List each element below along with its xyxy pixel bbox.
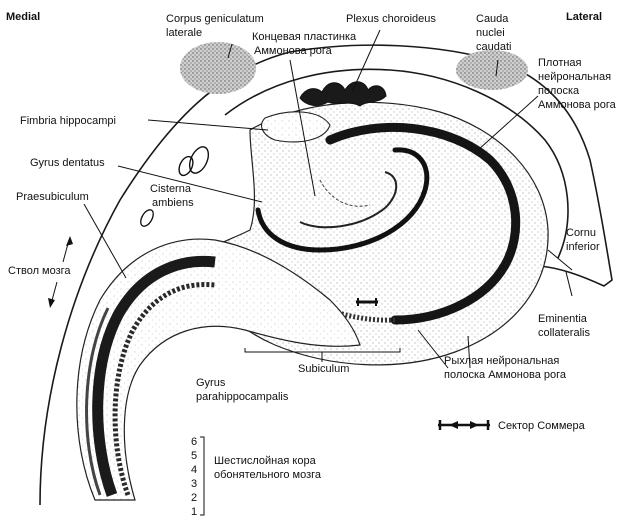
label-corpus-geniculatum-2: laterale	[166, 27, 202, 39]
label-stvol: Ствол мозга	[8, 265, 71, 277]
layer-number: 4	[191, 464, 197, 476]
label-koncevaya-2: Аммонова рога	[254, 45, 333, 57]
sector-sommer-symbol	[438, 420, 490, 430]
label-rykhlaya-1: Рыхлая нейрональная	[444, 355, 559, 367]
medial-label: Medial	[6, 11, 40, 23]
layer-number: 1	[191, 506, 197, 518]
label-plotnaya-1: Плотная	[538, 57, 582, 69]
leader-praesubiculum	[84, 204, 126, 278]
label-plexus-choroideus: Plexus choroideus	[346, 13, 436, 25]
label-cauda-3: caudati	[476, 41, 511, 53]
label-shestisloynaya-2: обонятельного мозга	[214, 469, 322, 481]
layer-number: 5	[191, 450, 197, 462]
label-subiculum: Subiculum	[298, 363, 349, 375]
leader-eminentia	[566, 272, 572, 296]
label-cornu-2: inferior	[566, 241, 600, 253]
label-gyrus-para-1: Gyrus	[196, 377, 226, 389]
label-praesubiculum: Praesubiculum	[16, 191, 89, 203]
label-gyrus-para-2: parahippocampalis	[196, 391, 289, 403]
label-cisterna-1: Cisterna	[150, 183, 192, 195]
label-gyrus-dentatus: Gyrus dentatus	[30, 157, 105, 169]
label-cisterna-2: ambiens	[152, 197, 194, 209]
label-cauda-2: nuclei	[476, 27, 505, 39]
leader-plotnaya	[478, 96, 538, 150]
arrow-up-head	[66, 236, 73, 246]
label-corpus-geniculatum-1: Corpus geniculatum	[166, 13, 264, 25]
layer-number: 6	[191, 436, 197, 448]
arrow-down-head	[48, 298, 55, 308]
label-eminentia-2: collateralis	[538, 327, 590, 339]
layer-number: 2	[191, 492, 197, 504]
label-cornu-1: Cornu	[566, 227, 596, 239]
cauda-nuclei-caudati-shape	[456, 50, 528, 90]
layer-bracket	[200, 437, 204, 515]
lateral-label: Lateral	[566, 11, 602, 23]
label-plotnaya-4: Аммонова рога	[538, 99, 617, 111]
cisterna-oval-3	[138, 208, 156, 229]
layer-number: 3	[191, 478, 197, 490]
leader-fimbria	[148, 120, 268, 130]
leader-plexus	[352, 30, 380, 92]
label-sector-sommer: Сектор Соммера	[498, 420, 586, 432]
label-cauda-1: Cauda	[476, 13, 509, 25]
label-rykhlaya-2: полоска Аммонова рога	[444, 369, 567, 381]
label-fimbria: Fimbria hippocampi	[20, 115, 116, 127]
corpus-geniculatum-shape	[180, 42, 256, 94]
label-eminentia-1: Eminentia	[538, 313, 588, 325]
label-plotnaya-3: полоска	[538, 85, 580, 97]
cisterna-oval-2	[176, 154, 195, 177]
label-shestisloynaya-1: Шестислойная кора	[214, 455, 317, 467]
label-koncevaya-1: Концевая пластинка	[252, 31, 357, 43]
label-plotnaya-2: нейрональная	[538, 71, 611, 83]
